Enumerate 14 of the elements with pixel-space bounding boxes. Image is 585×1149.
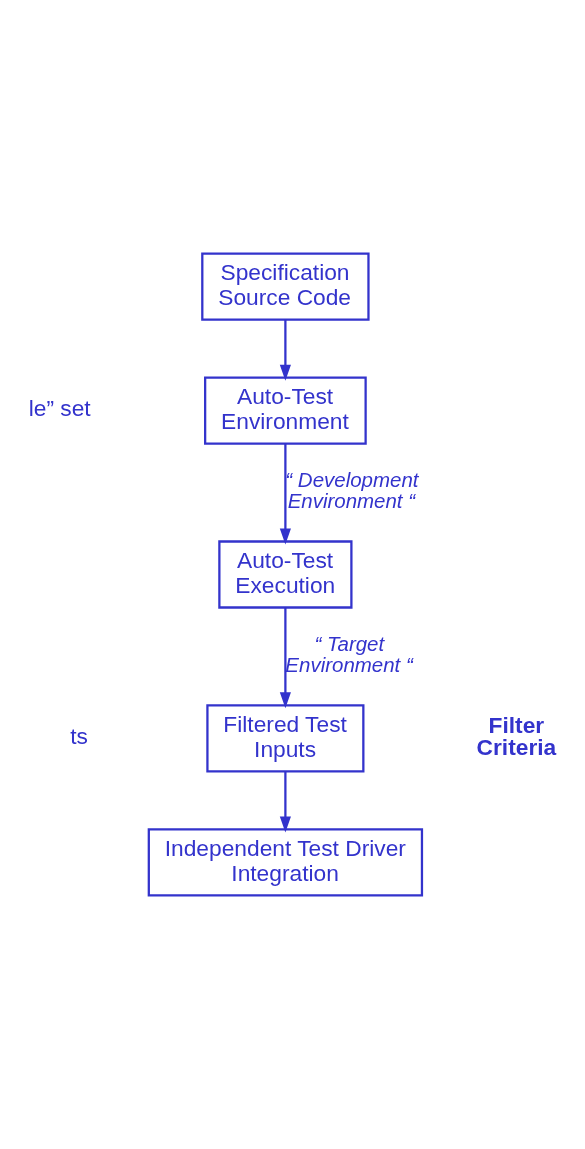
arrow [279,771,291,833]
arrow [279,607,291,709]
node-box: Independent Test Driver Integration [147,828,424,897]
node-box: Auto-Test Environment [204,376,367,445]
node-box: Specification Source Code [201,252,370,321]
edge-label: “ Development Environment “ [285,468,419,512]
arrow [279,443,291,545]
node-box: Auto-Test Execution [218,540,353,609]
arrow [279,319,291,381]
edge-label: “ Target Environment “ [285,632,413,676]
label: ts [70,723,88,750]
label: le” set [28,395,91,422]
label: Filter Criteria [476,711,557,761]
node-box: Filtered Test Inputs [206,704,365,773]
